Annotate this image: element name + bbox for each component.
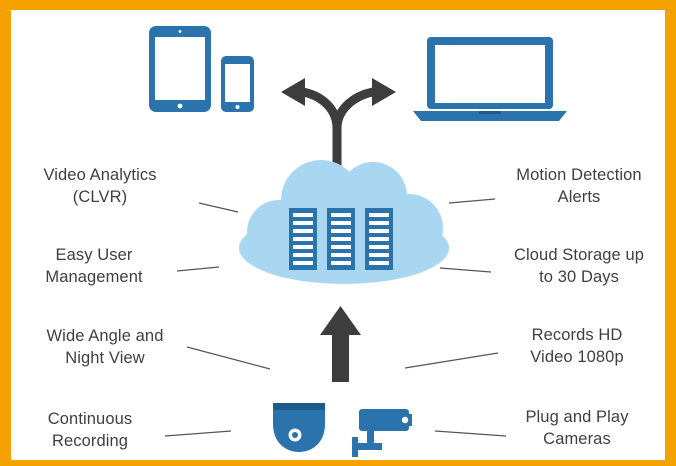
connector-motion-detection <box>448 198 496 204</box>
split-arrow <box>301 87 375 172</box>
bullet-camera-icon <box>352 409 412 457</box>
connector-video-analytics <box>198 202 239 213</box>
connector-continuous-recording <box>164 430 232 437</box>
up-arrow <box>320 306 361 382</box>
connector-records-hd <box>404 352 499 369</box>
feature-plug-and-play: Plug and Play Cameras <box>525 408 629 448</box>
feature-records-hd: Records HD Video 1080p <box>530 326 624 366</box>
smartphone-icon <box>221 56 254 112</box>
feature-continuous-recording: Continuous Recording <box>47 410 133 450</box>
feature-video-analytics: Video Analytics (CLVR) <box>43 166 157 206</box>
feature-cloud-storage: Cloud Storage up to 30 Days <box>513 246 645 286</box>
tablet-icon <box>149 26 211 112</box>
cloud-server-icon <box>239 160 449 284</box>
feature-motion-detection: Motion Detection Alerts <box>516 166 642 206</box>
feature-user-management: Easy User Management <box>45 246 143 286</box>
connector-cloud-storage <box>439 267 492 273</box>
dome-camera-icon <box>273 403 325 452</box>
connector-wide-angle <box>186 346 271 370</box>
arrow-head-right <box>372 78 396 106</box>
diagram-artwork <box>149 26 567 457</box>
feature-wide-angle: Wide Angle and Night View <box>46 327 164 367</box>
server-rack-3 <box>365 208 393 270</box>
arrow-head-left <box>281 78 305 106</box>
diagram-panel: Video Analytics (CLVR) Easy User Managem… <box>11 10 665 460</box>
server-rack-2 <box>327 208 355 270</box>
laptop-icon <box>413 37 567 121</box>
connector-user-management <box>176 266 220 272</box>
connector-plug-and-play <box>434 430 507 437</box>
server-rack-1 <box>289 208 317 270</box>
